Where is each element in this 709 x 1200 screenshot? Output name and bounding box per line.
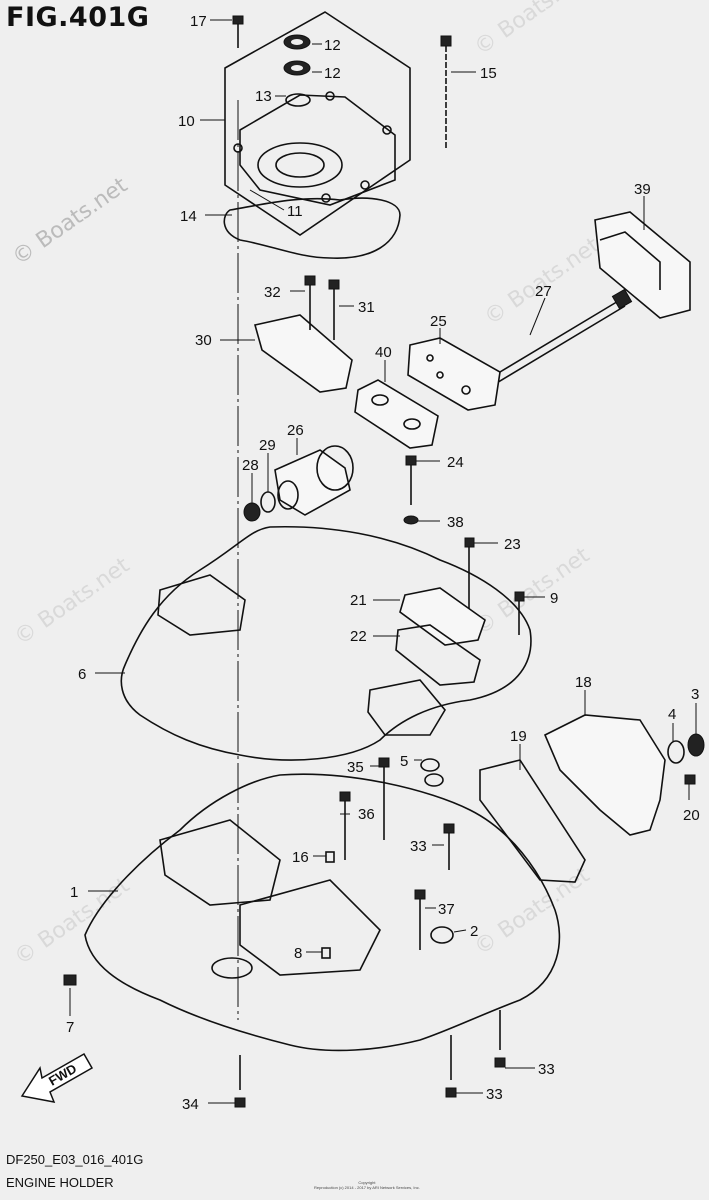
figure-title: FIG.401G: [6, 2, 150, 33]
seal-3: [687, 733, 705, 757]
callout-37: 37: [438, 901, 455, 918]
nut-28: [243, 502, 261, 522]
callout-15: 15: [480, 65, 497, 82]
callout-26: 26: [287, 422, 304, 439]
bracket-30: [254, 314, 353, 393]
callout-38: 38: [447, 514, 464, 531]
plate-40: [354, 379, 439, 449]
callout-22: 22: [350, 628, 367, 645]
callout-3: 3: [691, 686, 699, 703]
callout-4: 4: [668, 706, 676, 723]
callout-27: 27: [535, 283, 552, 300]
callout-33: 33: [410, 838, 427, 855]
callout-10: 10: [178, 113, 195, 130]
washer-29: [260, 491, 276, 513]
oring-2: [430, 926, 454, 944]
drain-plug-7: [63, 974, 77, 986]
bolt-33b: [445, 1035, 457, 1098]
top-cover: [224, 11, 411, 236]
bolt-17: [232, 15, 244, 48]
washer-38: [403, 515, 419, 525]
callout-9: 9: [550, 590, 558, 607]
plate-25: [407, 337, 501, 411]
callout-13: 13: [255, 88, 272, 105]
callout-8: 8: [294, 945, 302, 962]
shaft-27: [489, 288, 633, 385]
bolt-32: [304, 275, 316, 330]
callout-7: 7: [66, 1019, 74, 1036]
callout-33: 33: [486, 1086, 503, 1103]
engine-holder-1: [84, 773, 561, 1052]
bolt-9: [514, 591, 525, 635]
callout-30: 30: [195, 332, 212, 349]
bolt-33a: [443, 823, 455, 870]
gasket-6: [120, 525, 532, 761]
callout-17: 17: [190, 13, 207, 30]
callout-25: 25: [430, 313, 447, 330]
callout-39: 39: [634, 181, 651, 198]
bolt-33c: [494, 1010, 506, 1068]
callout-20: 20: [683, 807, 700, 824]
callout-31: 31: [358, 299, 375, 316]
dowel-16: [325, 851, 335, 863]
oring-5: [420, 758, 440, 772]
plate-21: [399, 587, 486, 646]
bolt-34: [234, 1055, 246, 1108]
callout-29: 29: [259, 437, 276, 454]
housing-18: [543, 714, 666, 836]
callout-1: 1: [70, 884, 78, 901]
callout-11: 11: [287, 203, 303, 220]
callout-35: 35: [347, 759, 364, 776]
callout-33: 33: [538, 1061, 555, 1078]
fwd-arrow: FWD: [20, 1052, 94, 1103]
leader-lines: [69, 19, 697, 1104]
bolt-20: [684, 774, 696, 785]
callout-2: 2: [470, 923, 478, 940]
gasket-14: [223, 197, 401, 259]
bolt-15: [440, 35, 452, 150]
callout-23: 23: [504, 536, 521, 553]
callout-18: 18: [575, 674, 592, 691]
callout-28: 28: [242, 457, 259, 474]
bushing-26: [274, 445, 354, 516]
bolt-37: [414, 889, 426, 950]
bolt-24: [405, 455, 417, 505]
callout-19: 19: [510, 728, 527, 745]
figure-name: ENGINE HOLDER: [6, 1175, 114, 1190]
callout-24: 24: [447, 454, 464, 471]
callout-34: 34: [182, 1096, 199, 1113]
bolt-35: [378, 757, 390, 840]
callout-36: 36: [358, 806, 375, 823]
callout-40: 40: [375, 344, 392, 361]
callout-5: 5: [400, 753, 408, 770]
callout-6: 6: [78, 666, 86, 683]
washer-4: [667, 740, 685, 764]
bolt-36: [339, 791, 351, 860]
oil-seals: [283, 34, 311, 76]
callout-labels: 17 12 12 13 10 15 11 14 39 32 31 27 25 3…: [66, 13, 700, 1113]
callout-12: 12: [324, 65, 341, 82]
figure-code: DF250_E03_016_401G: [6, 1152, 144, 1167]
copyright-notice: Copyright Reproduction (c) 2014 - 2017 b…: [314, 1180, 420, 1190]
gasket-22: [395, 624, 481, 686]
bolt-31: [328, 279, 340, 340]
bracket-39: [594, 211, 691, 319]
dowel-8: [321, 947, 331, 959]
callout-21: 21: [350, 592, 367, 609]
callout-32: 32: [264, 284, 281, 301]
callout-14: 14: [180, 208, 197, 225]
callout-12: 12: [324, 37, 341, 54]
callout-16: 16: [292, 849, 309, 866]
